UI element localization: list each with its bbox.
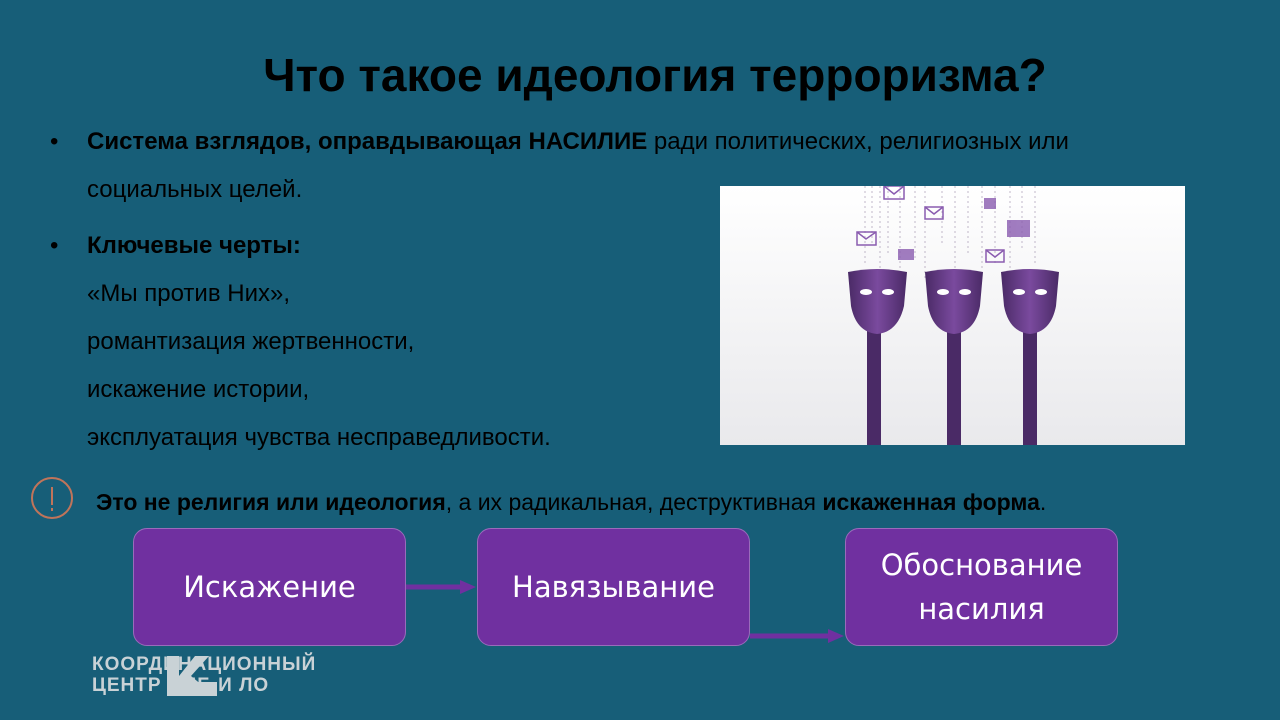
exclamation-icon [31, 477, 73, 519]
bullet-definition: • Система взглядов, оправдывающая НАСИЛИ… [50, 118, 1200, 214]
organization-name-line2: ЦЕНТР СПБ И ЛО [92, 675, 270, 696]
bullet-list: • Система взглядов, оправдывающая НАСИЛИ… [50, 118, 1200, 462]
flow-step-justification: Обоснование насилия [845, 528, 1118, 646]
organization-logo-icon [167, 656, 217, 696]
note-text-1: , а их радикальная, деструктивная [445, 489, 823, 515]
masks-illustration [720, 186, 1185, 445]
note-bold-2: искаженная форма [822, 489, 1040, 515]
definition-text-line2: социальных целей. [87, 176, 303, 203]
key-feature-item: эксплуатация чувства несправедливости. [87, 424, 551, 451]
bullet-key-features: • Ключевые черты: «Мы против Них», роман… [50, 222, 1200, 462]
definition-bold: Система взглядов, оправдывающая НАСИЛИЕ [87, 128, 648, 155]
note-bold-1: Это не религия или идеология [96, 489, 446, 515]
bullet-marker: • [50, 232, 59, 259]
key-feature-item: романтизация жертвенности, [87, 328, 415, 355]
organization-name-line1: КООРДИНАЦИОННЫЙ [92, 654, 317, 675]
definition-text: ради политических, религиозных или [647, 128, 1069, 155]
bullet-marker: • [50, 128, 59, 155]
note-text-2: . [1039, 489, 1047, 515]
organization-name: КООРДИНАЦИОННЫЙ ЦЕНТР СПБ И ЛО [92, 654, 316, 696]
slide-title: Что такое идеология терроризма? [263, 49, 1047, 101]
flow-step-imposition: Навязывание [477, 528, 750, 646]
flow-step-justification-line1: Обоснование [880, 548, 1083, 582]
arrowhead-1-2 [460, 580, 476, 594]
arrowhead-2-3 [828, 629, 844, 643]
key-feature-item: искажение истории, [87, 376, 310, 403]
flow-step-justification-line2: насилия [918, 592, 1045, 626]
key-feature-item: «Мы против Них», [87, 280, 290, 307]
flow-step-distortion: Искажение [133, 528, 406, 646]
key-features-heading: Ключевые черты: [87, 232, 301, 259]
note-text: Это не религия или идеология, а их радик… [96, 489, 1046, 516]
